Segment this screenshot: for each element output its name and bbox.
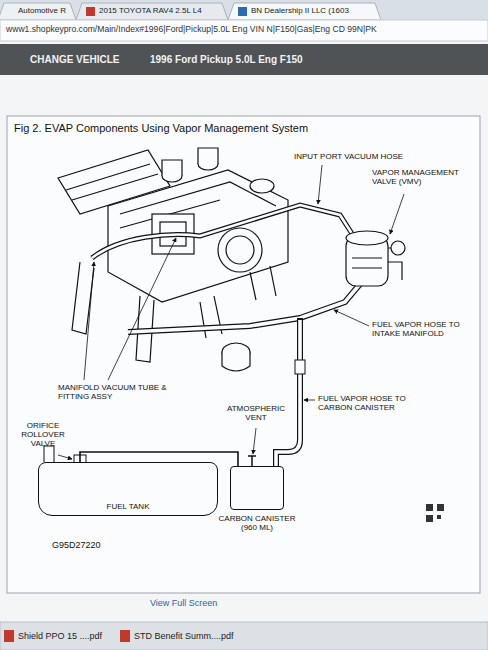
figure-frame xyxy=(7,116,480,593)
header-link: CHANGE VEHICLE xyxy=(30,54,119,66)
hose-coupler xyxy=(295,360,305,374)
part-label: FUEL VAPOR HOSE TO INTAKE MANIFOLD xyxy=(372,320,478,338)
figure-icon xyxy=(426,504,444,522)
browser-tab-title: 2015 TOYOTA RAV4 2.5L L4 xyxy=(99,6,202,15)
vacuum-tube xyxy=(92,205,356,258)
engine-hose xyxy=(200,296,222,338)
leader-line xyxy=(390,194,404,234)
valve-bracket xyxy=(388,248,402,280)
valve-bands xyxy=(352,258,382,268)
node-label: CARBON CANISTER (960 ML) xyxy=(214,514,300,532)
pdf-icon xyxy=(4,630,14,642)
icon-cell xyxy=(437,515,441,519)
url-text: www1.shopkeypro.com/Main/Index#1996|Ford… xyxy=(6,25,377,35)
valve-bracket xyxy=(391,241,405,255)
leader-lines xyxy=(58,165,404,459)
vapor-management-valve xyxy=(346,231,405,286)
header-band xyxy=(0,44,488,75)
view-link: View Full Screen xyxy=(150,598,217,608)
part-label: FUEL VAPOR HOSE TO CARBON CANISTER xyxy=(318,394,424,412)
canister-body xyxy=(230,466,284,510)
download-name: Shield PPO 15 ....pdf xyxy=(18,631,102,641)
leader-line xyxy=(84,262,94,380)
canister-hose xyxy=(276,318,300,467)
icon-cell xyxy=(426,515,433,522)
download-bar xyxy=(0,622,488,650)
icon-cell xyxy=(426,504,433,511)
icon-cell xyxy=(437,504,444,511)
sensor xyxy=(198,148,218,164)
browser-tab xyxy=(0,3,76,20)
tab-icon xyxy=(238,7,247,16)
vapor-hose xyxy=(128,284,360,332)
throttle-bore xyxy=(226,236,254,264)
url-bar xyxy=(0,20,488,41)
node-label: FUEL TANK xyxy=(45,502,211,511)
sensor xyxy=(162,160,182,176)
browser-tab xyxy=(76,3,228,20)
pdf-icon xyxy=(120,630,130,642)
vapor-hose xyxy=(128,284,360,332)
vehicle-name: 1996 Ford Pickup 5.0L Eng F150 xyxy=(150,54,303,66)
throttle-linkage xyxy=(250,266,276,300)
carbon-canister: CARBON CANISTER (960 ML) xyxy=(214,466,300,532)
part-label: MANIFOLD VACUUM TUBE & FITTING ASSY xyxy=(58,383,170,401)
figure-title: Fig 2. EVAP Components Using Vapor Manag… xyxy=(14,122,308,135)
browser-tab-title: Automotive R xyxy=(18,6,66,15)
figure-number: G95D27220 xyxy=(52,540,101,550)
part-label: VAPOR MANAGEMENT VALVE (VMV) xyxy=(372,168,468,186)
leader-line xyxy=(58,455,72,459)
canister-hose xyxy=(276,320,300,467)
browser-tab-title: BN Dealership II LLC (1603 xyxy=(251,6,349,15)
leader-line xyxy=(304,400,315,401)
part-label: ORIFICE ROLLOVER VALVE xyxy=(16,421,70,449)
engine-drawing xyxy=(58,148,288,371)
browser-tab xyxy=(228,3,381,20)
vacuum-tube xyxy=(92,205,356,258)
download-name: STD Benefit Summ....pdf xyxy=(134,631,234,641)
leader-line xyxy=(318,165,322,204)
valve-top xyxy=(346,231,388,245)
throttle-body xyxy=(218,228,262,272)
leader-line xyxy=(334,310,369,326)
sensor xyxy=(250,179,274,193)
leader-line xyxy=(253,428,256,454)
part-label: ATMOSPHERIC VENT xyxy=(220,404,292,422)
part-label: INPUT PORT VACUUM HOSE xyxy=(294,152,403,161)
distributor xyxy=(222,352,250,371)
fuel-tank: FUEL TANK xyxy=(38,462,218,516)
filler-neck xyxy=(44,446,54,462)
atmospheric-vent-tube xyxy=(248,456,256,466)
tab-icon xyxy=(86,7,95,16)
leader-line xyxy=(108,238,176,380)
